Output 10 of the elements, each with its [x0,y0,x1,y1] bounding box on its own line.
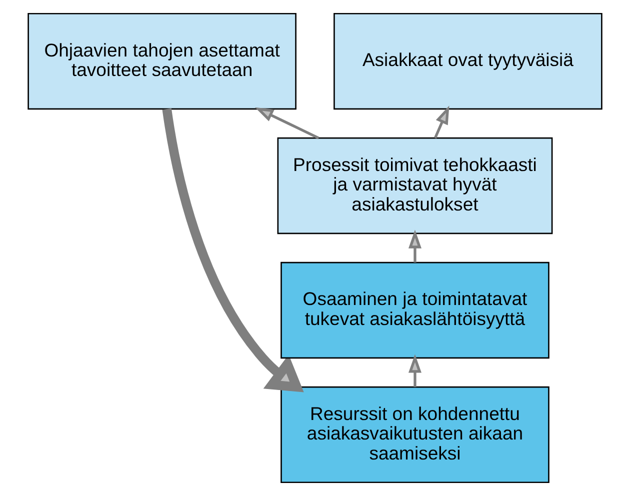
arrow [254,107,320,140]
arrow [408,230,422,263]
node-box: Ohjaavien tahojen asettamat tavoitteet saavutetaan [28,12,296,110]
node-box: Prosessit toimivat tehokkaasti ja varmistavat hyvät asiakastulokset [277,137,553,234]
arrow [162,108,304,392]
node-box: Osaaminen ja toimintatavat tukevat asiakaslähtöisyyttä [280,262,550,359]
node-box: Resurssit on kohdennettu asiakasvaikutusten aikaan saamiseksi [280,386,550,484]
node-box: Asiakkaat ovat tyytyväisiä [334,12,602,110]
arrow [408,354,422,387]
arrow [434,106,450,139]
